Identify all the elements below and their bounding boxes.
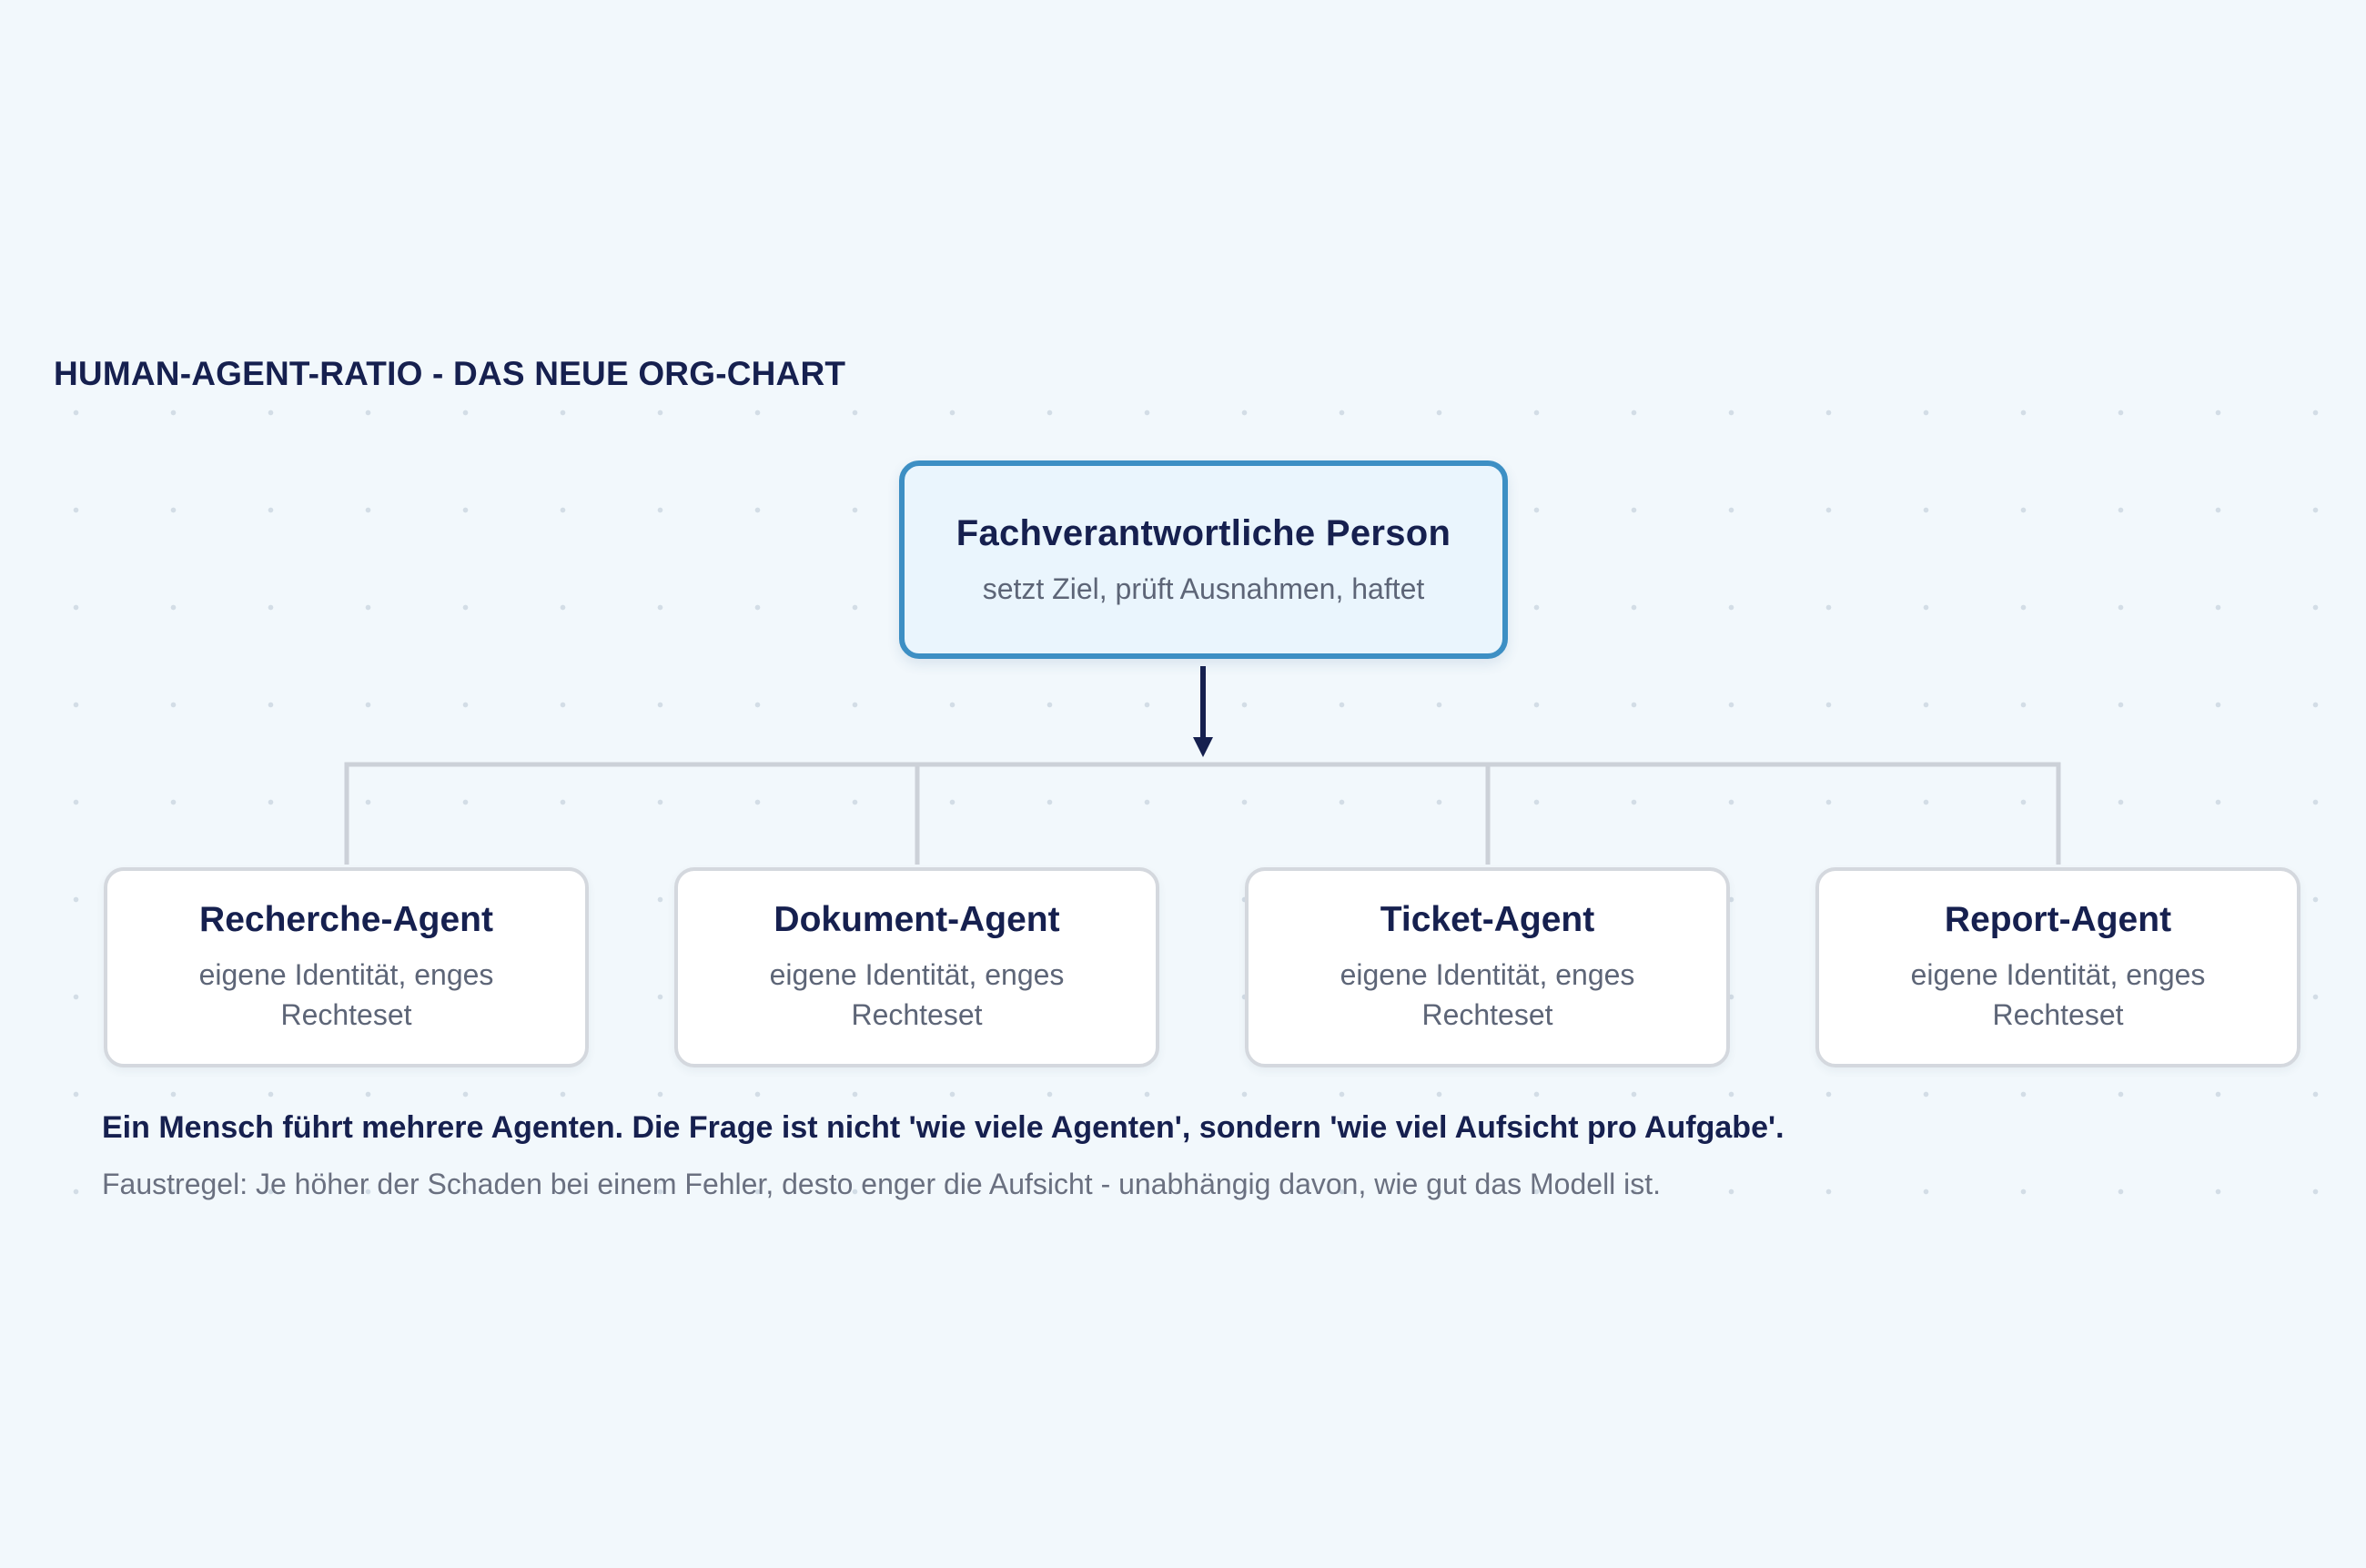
rule-of-thumb: Faustregel: Je höher der Schaden bei ein…: [102, 1168, 1662, 1200]
root-node-fachverantwortliche-person: Fachverantwortliche Person setzt Ziel, p…: [899, 460, 1508, 659]
agent-node-ticket: Ticket-Agent eigene Identität, enges Rec…: [1245, 867, 1730, 1067]
agent-node-title: Recherche-Agent: [199, 900, 493, 939]
agent-node-title: Report-Agent: [1944, 900, 2172, 939]
agent-node-title: Ticket-Agent: [1380, 900, 1595, 939]
agent-node-dokument: Dokument-Agent eigene Identität, enges R…: [674, 867, 1159, 1067]
connector-branch: [344, 762, 2061, 865]
arrow-head: [1193, 737, 1213, 757]
page-title: HUMAN-AGENT-RATIO - DAS NEUE ORG-CHART: [54, 355, 846, 392]
root-node-subtitle: setzt Ziel, prüft Ausnahmen, haftet: [982, 572, 1425, 605]
root-node-title: Fachverantwortliche Person: [956, 513, 1451, 553]
agent-node-subtitle: eigene Identität, enges Rechteset: [1910, 958, 2206, 1031]
agent-node-report: Report-Agent eigene Identität, enges Rec…: [1815, 867, 2300, 1067]
agent-node-subtitle: eigene Identität, enges Rechteset: [198, 958, 494, 1031]
agent-node-subtitle: eigene Identität, enges Rechteset: [1340, 958, 1635, 1031]
caption-summary: Ein Mensch führt mehrere Agenten. Die Fr…: [102, 1110, 1785, 1145]
agent-node-title: Dokument-Agent: [774, 900, 1060, 939]
agent-node-recherche: Recherche-Agent eigene Identität, enges …: [104, 867, 589, 1067]
agent-node-subtitle: eigene Identität, enges Rechteset: [769, 958, 1065, 1031]
